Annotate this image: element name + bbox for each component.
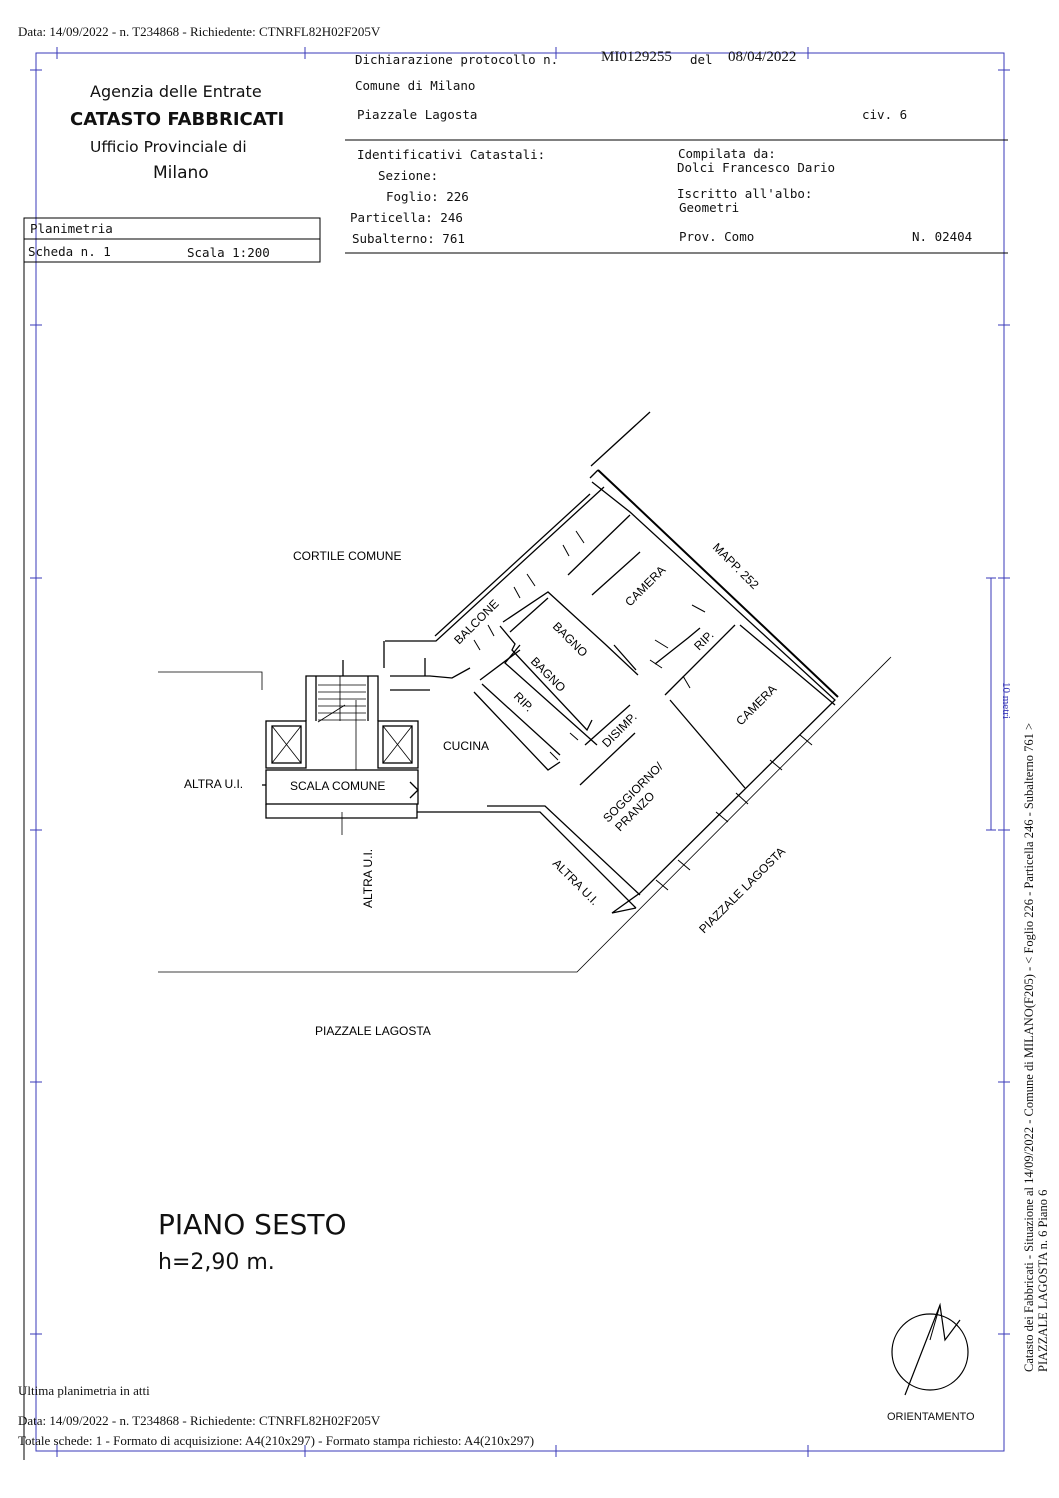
numero-albo: N. 02404 [912,229,973,244]
frame-ticks [30,47,1010,1457]
north-arrow-icon [891,1302,969,1396]
label-piazzale-diag: PIAZZALE LAGOSTA [696,844,788,936]
floor-title: PIANO SESTO [158,1208,347,1241]
compilata-name: Dolci Francesco Dario [677,160,836,175]
label-piazzale-bottom: PIAZZALE LAGOSTA [315,1024,431,1038]
side-text-line2: PIAZZALE LAGOSTA n. 6 Piano 6 [1036,1189,1050,1372]
label-cucina: CUCINA [443,739,489,753]
civ: civ. 6 [862,107,908,122]
label-altra-ui-left: ALTRA U.I. [184,777,243,791]
label-cortile-comune: CORTILE COMUNE [293,549,401,563]
label-altra-ui-vertical: ALTRA U.I. [361,849,375,908]
floor-height: h=2,90 m. [158,1250,275,1275]
label-camera-1: CAMERA [622,563,668,609]
sezione: Sezione: [378,168,439,183]
scale-bar-label: 10 metri [1000,682,1012,719]
label-rip-1: RIP. [511,689,536,714]
scheda-label: Scheda n. 1 [28,244,111,259]
catasto-title: CATASTO FABBRICATI [70,109,285,130]
iscritto-label: Iscritto all'albo: [677,186,813,201]
iscritto-value: Geometri [679,200,740,215]
scala-label: Scala 1:200 [187,245,270,260]
ufficio-label: Ufficio Provinciale di [90,138,247,156]
orientamento-label: ORIENTAMENTO [887,1411,975,1423]
top-info-line: Data: 14/09/2022 - n. T234868 - Richiede… [18,24,381,39]
del-label: del [690,52,713,67]
comune: Comune di Milano [355,78,476,93]
subalterno: Subalterno: 761 [352,231,465,246]
particella: Particella: 246 [350,210,463,225]
label-altra-ui-diag: ALTRA U.I. [550,856,602,908]
compilata-label: Compilata da: [678,146,776,161]
label-scala-comune: SCALA COMUNE [290,779,385,793]
protocol-number: MI0129255 [601,49,672,65]
ufficio-city: Milano [153,163,209,183]
protocol-date: 08/04/2022 [728,49,797,65]
dichiarazione-label: Dichiarazione protocollo n. [355,52,559,67]
ultima-planimetria: Ultima planimetria in atti [18,1383,150,1398]
agency-name: Agenzia delle Entrate [90,82,262,101]
label-camera-2: CAMERA [733,682,779,728]
side-text-line1: Catasto dei Fabbricati - Situazione al 1… [1022,722,1036,1372]
identificativi-label: Identificativi Catastali: [357,147,546,162]
address: Piazzale Lagosta [357,107,478,122]
footer-totale-line: Totale schede: 1 - Formato di acquisizio… [18,1433,535,1448]
foglio: Foglio: 226 [386,189,469,204]
footer-data-line: Data: 14/09/2022 - n. T234868 - Richiede… [18,1413,381,1428]
prov: Prov. Como [679,229,755,244]
planimetria-label: Planimetria [30,221,113,236]
label-disimp: DISIMP. [599,710,639,750]
